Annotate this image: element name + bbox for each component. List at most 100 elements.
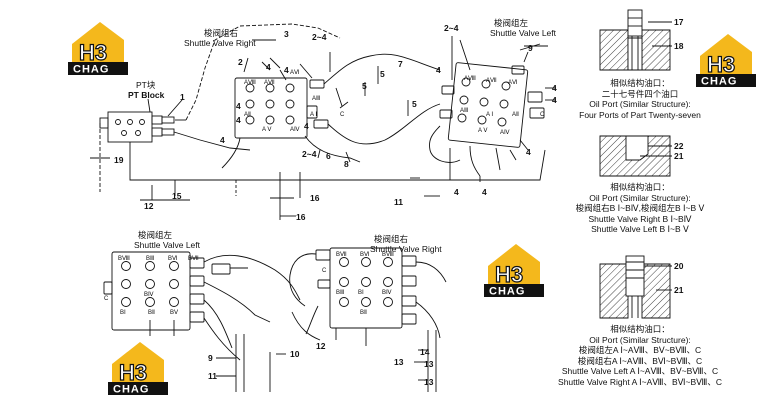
callout: 4 — [266, 62, 271, 72]
callout: 8 — [344, 159, 349, 169]
pt-block-title-cn: PT块 — [136, 80, 156, 90]
callout: 13 — [424, 359, 434, 369]
callout: 13 — [394, 357, 404, 367]
port-label: AⅡ — [244, 112, 251, 118]
callout: 4 — [454, 187, 459, 197]
port-label: AⅣ — [500, 130, 510, 136]
callout: 4 — [236, 115, 241, 125]
port-label: AⅦ — [264, 80, 275, 86]
callout: 6 — [326, 151, 331, 161]
caption-section-2: 相似结构油口： Oil Port (Similar Structure): 梭阀… — [575, 182, 705, 234]
callout: 10 — [290, 349, 300, 359]
callout: 4 — [436, 65, 441, 75]
port-label: A Ⅰ — [310, 112, 318, 118]
callout: 3 — [284, 29, 289, 39]
port-label: BⅥ — [168, 256, 178, 262]
svg-text:H3: H3 — [707, 52, 735, 77]
port-label: AⅧ — [244, 80, 256, 86]
port-label: A Ⅰ — [486, 112, 494, 118]
brand-logo: H3 CHAG — [484, 244, 544, 298]
port-label: C — [322, 268, 327, 274]
callout: 4 — [304, 121, 309, 131]
port-label: BⅦ — [336, 252, 347, 258]
callout: 5 — [362, 81, 367, 91]
svg-text:H3: H3 — [119, 360, 147, 385]
callout: 18 — [674, 41, 684, 51]
callout: 12 — [144, 201, 154, 211]
callout: 19 — [114, 155, 124, 165]
callout: 4 — [284, 65, 289, 75]
port-label: BⅤ — [170, 310, 179, 316]
port-label: A Ⅴ — [478, 128, 488, 134]
shuttle-right-bottom-en: Shuttle Valve Right — [370, 244, 442, 254]
shuttle-valve-left-top — [447, 62, 529, 148]
brand-logo: H3 CHAG — [68, 22, 128, 76]
callout: 17 — [674, 17, 684, 27]
pt-block — [107, 111, 153, 143]
port-label: A Ⅴ — [262, 127, 272, 133]
callout: 16 — [310, 193, 320, 203]
callout: 4 — [236, 101, 241, 111]
port-label: BⅣ — [144, 292, 154, 298]
shuttle-left-bottom-cn: 梭阀组左 — [138, 230, 173, 240]
callout: 4 — [552, 95, 557, 105]
port-label: BⅢ — [146, 256, 155, 262]
port-label: BⅢ — [336, 290, 345, 296]
port-label: BⅠ — [120, 310, 126, 316]
callout: 1 — [180, 92, 185, 102]
port-label: AⅧ — [464, 76, 476, 82]
callout: 13 — [424, 377, 434, 387]
port-label: BⅣ — [382, 290, 392, 296]
callout: 4 — [552, 83, 557, 93]
callout: 11 — [394, 197, 403, 207]
port-label: AⅢ — [312, 96, 321, 102]
caption-section-1: 相似结构油口： 二十七号件四个油口 Oil Port (Similar Stru… — [579, 78, 701, 120]
port-label: BⅠ — [358, 290, 364, 296]
callout: 2~4 — [444, 23, 459, 33]
port-label: BⅡ — [360, 310, 367, 316]
port-label: AⅥ — [508, 80, 518, 86]
brand-logo: H3 CHAG — [108, 342, 168, 396]
svg-text:CHAG: CHAG — [113, 384, 149, 396]
callout: 20 — [674, 261, 684, 271]
svg-text:CHAG: CHAG — [489, 286, 525, 298]
port-label: AⅥ — [290, 70, 300, 76]
callout: 5 — [380, 69, 385, 79]
callout: 9 — [528, 43, 533, 53]
callout: 5 — [412, 99, 417, 109]
port-label: C — [340, 112, 345, 118]
callout: 21 — [674, 285, 684, 295]
shuttle-left-top-cn: 梭阀组左 — [494, 18, 529, 28]
port-label: BⅥ — [360, 252, 370, 258]
port-label: AⅢ — [460, 108, 469, 114]
port-label: BⅧ — [382, 252, 394, 258]
port-label: BⅧ — [118, 256, 130, 262]
callout: 21 — [674, 151, 684, 161]
shuttle-right-top-en: Shuttle Valve Right — [184, 38, 256, 48]
callout: 2~4 — [312, 32, 327, 42]
port-label: AⅣ — [290, 127, 300, 133]
callout: 7 — [398, 59, 403, 69]
port-label: AⅦ — [486, 78, 497, 84]
shuttle-right-top-cn: 梭阀组右 — [204, 28, 239, 38]
brand-logo: H3 CHAG — [696, 34, 756, 88]
shuttle-left-bottom-en: Shuttle Valve Left — [134, 240, 200, 250]
callout: 9 — [208, 353, 213, 363]
shuttle-right-bottom-cn: 梭阀组右 — [374, 234, 409, 244]
callout: 12 — [316, 341, 326, 351]
pt-block-title-en: PT Block — [128, 90, 165, 100]
callout: 2~4 — [302, 149, 317, 159]
callout: 14 — [420, 347, 430, 357]
callout: 16 — [296, 212, 306, 222]
logo-main-text: H3 — [79, 40, 107, 65]
svg-text:H3: H3 — [495, 262, 523, 287]
port-label: C — [104, 296, 109, 302]
callout: 4 — [526, 147, 531, 157]
logo-sub-text: CHAG — [73, 64, 109, 76]
callout: 4 — [482, 187, 487, 197]
callout: 4 — [220, 135, 225, 145]
svg-text:CHAG: CHAG — [701, 76, 737, 88]
port-label: BⅡ — [148, 310, 155, 316]
